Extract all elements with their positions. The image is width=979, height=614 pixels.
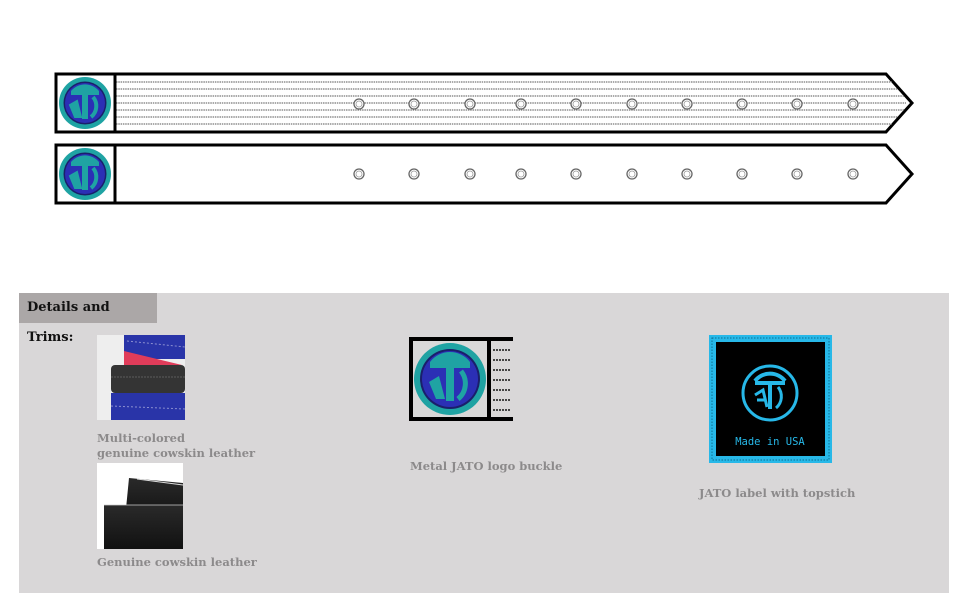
label-text: Made in USA bbox=[735, 436, 805, 448]
belt-striped bbox=[54, 72, 916, 134]
details-panel: Details and Trims: Multi-colored genuine… bbox=[19, 293, 949, 593]
multicolor-leather-photo bbox=[97, 335, 185, 420]
caption-line-1: Multi-colored bbox=[97, 431, 186, 445]
details-title: Details and Trims: bbox=[19, 293, 157, 345]
jato-logo-icon bbox=[59, 148, 111, 200]
belt-plain bbox=[54, 143, 916, 205]
black-leather-caption: Genuine cowskin leather bbox=[97, 555, 257, 569]
black-leather-photo bbox=[97, 463, 183, 549]
jato-logo-icon bbox=[741, 364, 799, 422]
buckle-caption: Metal JATO logo buckle bbox=[410, 459, 563, 473]
jato-logo-icon bbox=[414, 343, 486, 415]
caption-line-2: genuine cowskin leather bbox=[97, 446, 256, 460]
buckle-logo bbox=[409, 337, 513, 421]
multicolor-leather-caption: Multi-colored genuine cowskin leather bbox=[97, 431, 255, 461]
label-caption: JATO label with topstich bbox=[699, 486, 856, 500]
jato-label: Made in USA bbox=[709, 335, 832, 463]
jato-logo-icon bbox=[59, 77, 111, 129]
